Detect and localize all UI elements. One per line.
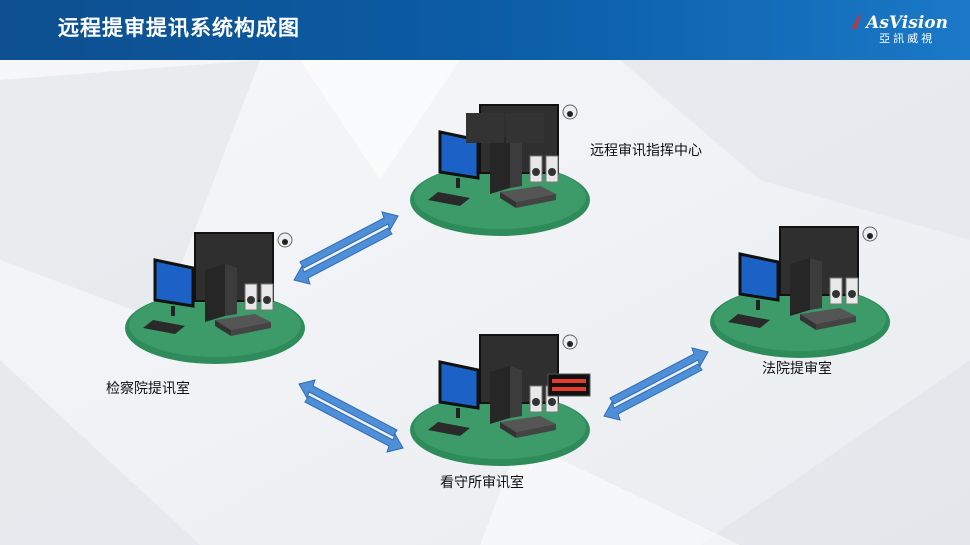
node-command-center (408, 103, 592, 238)
label-detention: 看守所审讯室 (440, 475, 524, 491)
label-command-center: 远程审讯指挥中心 (590, 143, 702, 159)
arrow-procuratorate-command (293, 211, 399, 285)
arrow-detention-court (603, 347, 709, 421)
label-court: 法院提审室 (762, 361, 832, 377)
node-court (708, 225, 892, 360)
arrow-procuratorate-detention (298, 379, 404, 453)
page-title: 远程提审提讯系统构成图 (58, 16, 300, 40)
node-detention (408, 333, 592, 468)
header-bar: 远程提审提讯系统构成图 AsVision 亞訊威視 (0, 0, 970, 60)
logo-subtext: 亞訊威視 (879, 32, 936, 45)
logo-mark-icon (852, 15, 862, 29)
logo-text: AsVision (866, 13, 948, 33)
label-procuratorate: 检察院提讯室 (106, 381, 190, 397)
brand-logo: AsVision 亞訊威視 (852, 13, 948, 46)
node-procuratorate (123, 231, 307, 366)
